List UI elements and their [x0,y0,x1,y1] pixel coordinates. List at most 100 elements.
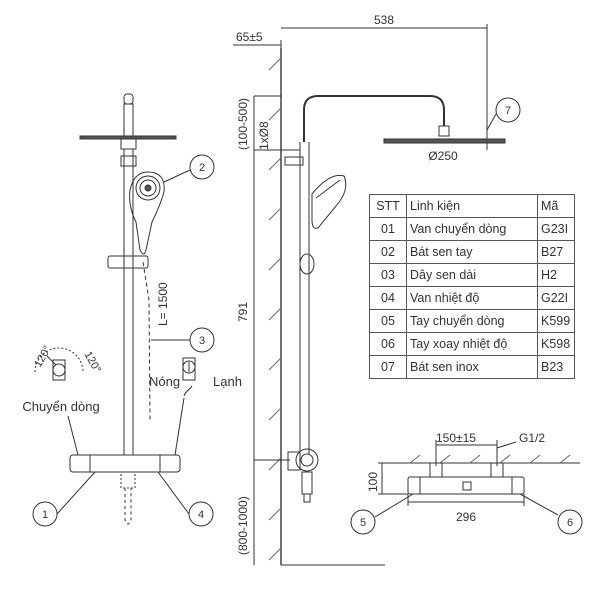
height-791: 791 [236,302,250,322]
diverter-leader [67,415,79,456]
mixer-body-top [407,476,525,495]
outlet-pipe [124,488,132,525]
callout-3: 3 [199,335,205,347]
rain-head-side [383,138,506,144]
pipe-diameter: 1xØ8 [257,121,271,150]
callout-3-circle [189,327,215,353]
angle-right: 120° [81,350,103,376]
table-row: 05 Tay chuyển dòng K599 [369,309,575,333]
row-code: H2 [537,263,575,287]
table-row: 06 Tay xoay nhiệt độ K598 [369,332,575,356]
table-header-row: STT Linh kiện Mã [369,194,575,218]
mixer-top-center [462,481,472,491]
wall-bracket [284,156,304,166]
hand-shower-front [129,171,165,255]
front-view: L= 1500 2 3 120° 120° Chuyển dòng Nóng L… [22,93,242,527]
header-stt: STT [369,194,407,218]
table-row: 07 Bát sen inox B23 [369,355,575,379]
table-row: 02 Bát sen tay B27 [369,240,575,264]
mixer-side-body [295,448,319,472]
slide-holder [107,255,149,269]
hose-length-label: L= 1500 [156,282,170,326]
width-296: 296 [456,510,476,524]
mixer-wall-hatch [409,454,571,464]
mixer-side-outlet-end [303,494,311,503]
row-stt: 04 [369,286,407,310]
callout-4: 4 [198,509,204,521]
outlet-thread [120,471,136,489]
cold-label: Lạnh [213,374,242,389]
row-part: Tay chuyển dòng [406,309,538,333]
row-stt: 02 [369,240,407,264]
temperature-knob [182,357,196,381]
callout-6-circle [557,509,583,535]
row-stt: 05 [369,309,407,333]
callout-1-circle [32,501,58,527]
head-diameter: Ø250 [428,149,458,163]
callout-2: 2 [199,162,205,174]
header-code: Mã [537,194,575,218]
thread-leader [496,441,517,449]
bottom-range: (800-1000) [236,496,250,555]
row-part: Van chuyển dòng [406,217,538,241]
row-code: G23I [537,217,575,241]
callout-4-circle [188,501,214,527]
row-code: B23 [537,355,575,379]
slide-holder-side [299,253,315,275]
wall-offset: 65±5 [236,30,263,44]
row-part: Tay xoay nhiệt độ [406,332,538,356]
hot-label: Nóng [149,374,180,389]
row-part: Dây sen dài [406,263,538,287]
row-code: K598 [537,332,575,356]
top-cap [123,93,134,105]
upper-pipe [123,103,134,137]
row-code: B27 [537,240,575,264]
table-row: 01 Van chuyển dòng G23I [369,217,575,241]
connector [120,138,137,150]
center-distance: 150±15 [436,431,476,445]
side-view: 65±5 538 Ø250 7 (100-500) 1xØ8 791 [233,13,521,566]
mixer-view: 150±15 G1/2 100 296 5 6 [350,431,583,535]
row-part: Bát sen tay [406,240,538,264]
header-part: Linh kiện [406,194,538,218]
thread-size: G1/2 [519,431,545,445]
angle-left: 120° [32,344,54,370]
hot-cold-arrow [183,385,193,397]
shower-arm [303,95,445,142]
row-code: G22I [537,286,575,310]
row-stt: 06 [369,332,407,356]
mixer-wall-fitting [287,451,301,471]
depth-100: 100 [366,472,380,492]
row-stt: 01 [369,217,407,241]
arm-length: 538 [374,13,394,27]
row-stt: 07 [369,355,407,379]
row-part: Bát sen inox [406,355,538,379]
arm-joint [438,125,450,137]
parts-table: STT Linh kiện Mã 01 Van chuyển dòng G23I… [369,194,575,379]
mixer-side-knob [300,453,314,467]
hose [142,261,151,421]
row-stt: 03 [369,263,407,287]
top-adjust: (100-500) [236,98,250,150]
leader-2 [163,169,191,183]
rail-clamp [120,155,137,167]
leader-1 [56,471,96,515]
callout-1: 1 [42,509,48,521]
mixer-body-front [69,454,181,473]
row-code: K599 [537,309,575,333]
callout-7: 7 [505,105,511,117]
temperature-leader [174,397,185,456]
table-row: 04 Van nhiệt độ G22I [369,286,575,310]
row-part: Van nhiệt độ [406,286,538,310]
leader-7 [486,113,497,131]
leader-4 [157,471,190,515]
mixer-side-outlet [301,471,313,495]
diverter-knob [34,347,84,381]
diverter-label: Chuyển dòng [22,399,99,414]
callout-5: 5 [360,517,366,529]
table-row: 03 Dây sen dài H2 [369,263,575,287]
hand-shower-face [315,179,341,199]
callout-7-circle [495,97,521,123]
leader-6 [519,493,559,516]
leader-5 [374,493,414,518]
